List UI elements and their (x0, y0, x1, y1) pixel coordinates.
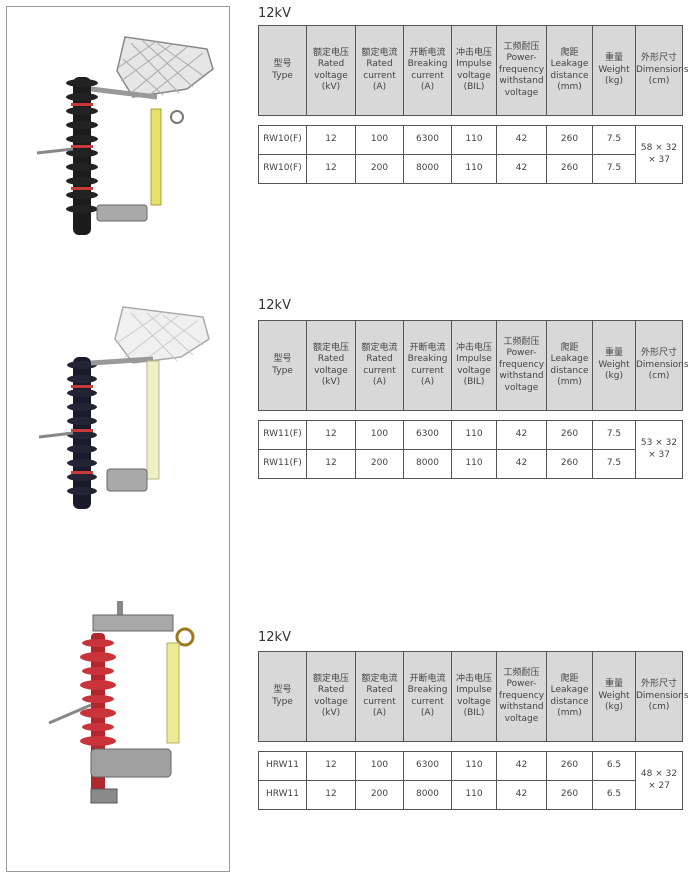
cell-breaking-current: 6300 (403, 125, 452, 155)
cell-breaking-current: 8000 (403, 449, 452, 479)
cell-power-frequency: 42 (496, 420, 547, 450)
cell-leakage-distance: 260 (546, 780, 593, 810)
cell-rated-current: 200 (355, 154, 404, 184)
cell-power-frequency: 42 (496, 751, 547, 781)
fuse-cutout-image-2 (38, 306, 210, 509)
cell-weight: 6.5 (592, 780, 636, 810)
cell-type: HRW11 (258, 780, 307, 810)
cell-rated-voltage: 12 (306, 125, 356, 155)
cell-type: RW11(F) (258, 449, 307, 479)
cell-impulse-voltage: 110 (451, 125, 497, 155)
cell-rated-current: 100 (355, 751, 404, 781)
cell-weight: 7.5 (592, 420, 636, 450)
cell-weight: 7.5 (592, 449, 636, 479)
cell-type: RW10(F) (258, 125, 307, 155)
cell-leakage-distance: 260 (546, 449, 593, 479)
cell-power-frequency: 42 (496, 449, 547, 479)
cell-leakage-distance: 260 (546, 420, 593, 450)
section-title-1: 12kV (258, 6, 291, 21)
cell-type: HRW11 (258, 751, 307, 781)
cell-breaking-current: 6300 (403, 751, 452, 781)
section-title-2: 12kV (258, 298, 291, 313)
cell-dimensions: 58 × 32× 37 (635, 125, 683, 184)
cell-rated-current: 100 (355, 125, 404, 155)
cell-breaking-current: 8000 (403, 154, 452, 184)
cell-breaking-current: 6300 (403, 420, 452, 450)
cell-type: RW10(F) (258, 154, 307, 184)
cell-rated-voltage: 12 (306, 751, 356, 781)
cell-dimensions: 53 × 32× 37 (635, 420, 683, 479)
cell-rated-voltage: 12 (306, 420, 356, 450)
cell-impulse-voltage: 110 (451, 780, 497, 810)
cell-breaking-current: 8000 (403, 780, 452, 810)
cell-leakage-distance: 260 (546, 125, 593, 155)
cell-rated-voltage: 12 (306, 780, 356, 810)
cell-leakage-distance: 260 (546, 751, 593, 781)
table-spacer (258, 410, 683, 421)
cell-impulse-voltage: 110 (451, 420, 497, 450)
table-spacer (258, 741, 683, 752)
cell-rated-voltage: 12 (306, 449, 356, 479)
table-row: RW10(F) 12 200 8000 110 42 260 7.5 (258, 154, 683, 184)
table-row: RW11(F) 12 100 6300 110 42 260 7.5 53 × … (258, 420, 683, 479)
cell-weight: 7.5 (592, 154, 636, 184)
table-row: RW11(F) 12 200 8000 110 42 260 7.5 (258, 449, 683, 479)
table-row: HRW11 12 100 6300 110 42 260 6.5 48 × 32… (258, 751, 683, 810)
cell-rated-current: 200 (355, 449, 404, 479)
cell-power-frequency: 42 (496, 154, 547, 184)
cell-rated-current: 100 (355, 420, 404, 450)
fuse-cutout-image-1 (36, 36, 214, 235)
cell-impulse-voltage: 110 (451, 449, 497, 479)
table-row: RW10(F) 12 100 6300 110 42 260 7.5 58 × … (258, 125, 683, 184)
cell-type: RW11(F) (258, 420, 307, 450)
cell-weight: 7.5 (592, 125, 636, 155)
cell-rated-current: 200 (355, 780, 404, 810)
cell-impulse-voltage: 110 (451, 751, 497, 781)
cell-power-frequency: 42 (496, 125, 547, 155)
cell-weight: 6.5 (592, 751, 636, 781)
cell-impulse-voltage: 110 (451, 154, 497, 184)
table-spacer (258, 115, 683, 126)
table-row: HRW11 12 200 8000 110 42 260 6.5 (258, 780, 683, 810)
fuse-cutout-image-3 (48, 601, 195, 804)
cell-power-frequency: 42 (496, 780, 547, 810)
cell-dimensions: 48 × 32× 27 (635, 751, 683, 810)
product-image-panel (6, 6, 230, 872)
cell-rated-voltage: 12 (306, 154, 356, 184)
section-title-3: 12kV (258, 630, 291, 645)
cell-leakage-distance: 260 (546, 154, 593, 184)
